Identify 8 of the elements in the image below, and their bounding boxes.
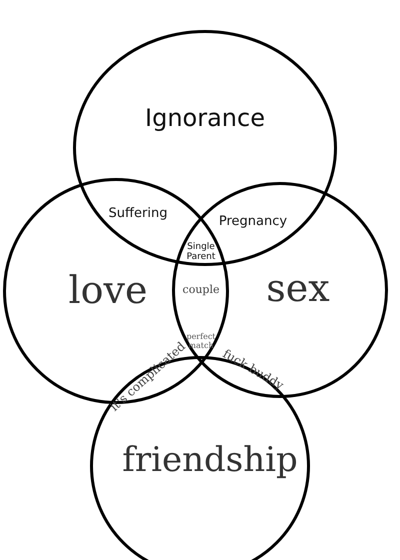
region-label: Pregnancy <box>218 214 288 230</box>
region-label: couple <box>182 284 220 296</box>
set-label: Ignorance <box>145 104 265 132</box>
set-label: love <box>68 268 148 312</box>
region-label: Suffering <box>108 206 168 222</box>
set-label: friendship <box>122 440 298 480</box>
set-label: sex <box>266 266 330 310</box>
region-label: Single Parent <box>186 243 216 263</box>
